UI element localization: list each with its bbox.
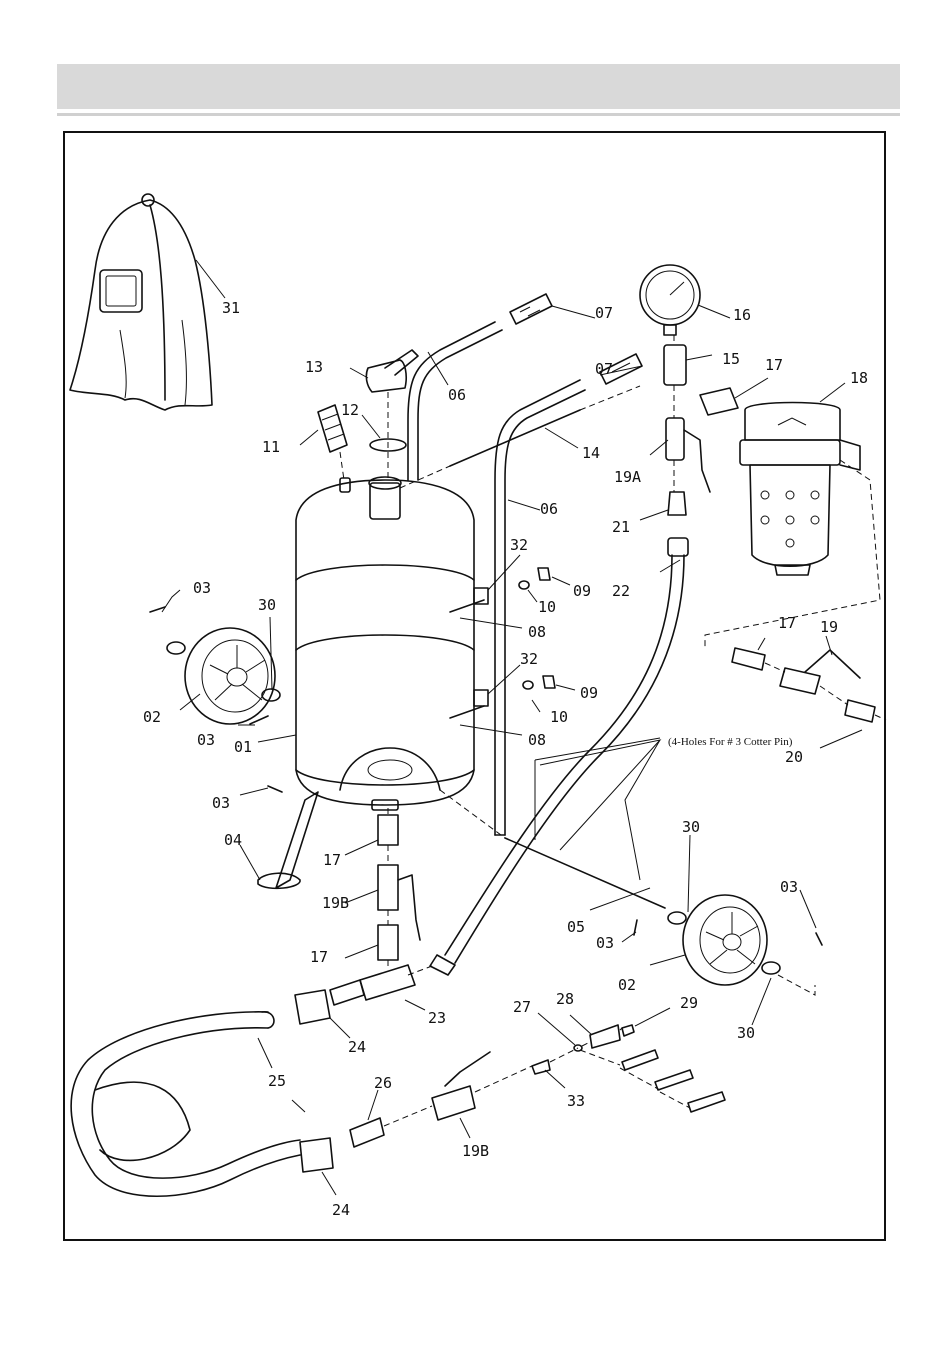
callout-32: 32: [520, 650, 538, 668]
blast-hood-drawing: [70, 194, 212, 410]
callout-33: 33: [567, 1092, 585, 1110]
handle-frame-drawing: [408, 322, 585, 835]
callout-14: 14: [582, 444, 600, 462]
leader-lines: [162, 260, 862, 1195]
callout-02: 02: [618, 976, 636, 994]
supply-hose-drawing: [430, 538, 688, 975]
callout-19b: 19B: [322, 894, 349, 912]
callout-17: 17: [778, 614, 796, 632]
callout-05: 05: [567, 918, 585, 936]
callout-12: 12: [341, 401, 359, 419]
callout-06: 06: [448, 386, 466, 404]
callout-28: 28: [556, 990, 574, 1008]
cotter-pin-note: (4-Holes For # 3 Cotter Pin): [668, 736, 793, 748]
callout-03: 03: [780, 878, 798, 896]
callout-17: 17: [323, 851, 341, 869]
callout-03: 03: [193, 579, 211, 597]
callout-18: 18: [850, 369, 868, 387]
callout-07: 07: [595, 360, 613, 378]
callout-10: 10: [538, 598, 556, 616]
callout-26: 26: [374, 1074, 392, 1092]
air-filter-drawing: [740, 403, 860, 576]
callout-17: 17: [765, 356, 783, 374]
callout-20: 20: [785, 748, 803, 766]
fill-cap-parts-drawing: [318, 350, 418, 480]
callout-30: 30: [682, 818, 700, 836]
callout-25: 25: [268, 1072, 286, 1090]
callout-03: 03: [197, 731, 215, 749]
callout-21: 21: [612, 518, 630, 536]
callout-09: 09: [573, 582, 591, 600]
callout-11: 11: [262, 438, 280, 456]
callout-24: 24: [348, 1038, 366, 1056]
callout-15: 15: [722, 350, 740, 368]
blast-hose-nozzle-drawing: [71, 990, 725, 1196]
callout-02: 02: [143, 708, 161, 726]
callout-13: 13: [305, 358, 323, 376]
callout-19a: 19A: [614, 468, 641, 486]
callout-29: 29: [680, 994, 698, 1012]
callout-03: 03: [596, 934, 614, 952]
callout-22: 22: [612, 582, 630, 600]
callout-30: 30: [258, 596, 276, 614]
tie-rod-drawing: [400, 386, 640, 488]
wheels-drawing: [150, 607, 822, 985]
pressure-tank-drawing: [296, 477, 474, 810]
callout-24: 24: [332, 1201, 350, 1219]
callout-31: 31: [222, 299, 240, 317]
callout-06: 06: [540, 500, 558, 518]
callout-19: 19: [820, 618, 838, 636]
callout-09: 09: [580, 684, 598, 702]
gauge-valve-stack-drawing: [640, 265, 738, 515]
callout-07: 07: [595, 304, 613, 322]
axle-bracket-bolts-drawing: [450, 568, 555, 718]
callout-27: 27: [513, 998, 531, 1016]
callout-17: 17: [310, 948, 328, 966]
callout-23: 23: [428, 1009, 446, 1027]
axle-drawing: [440, 738, 815, 995]
callout-19b: 19B: [462, 1142, 489, 1160]
callout-16: 16: [733, 306, 751, 324]
callout-04: 04: [224, 831, 242, 849]
callout-08: 08: [528, 623, 546, 641]
callout-10: 10: [550, 708, 568, 726]
callout-01: 01: [234, 738, 252, 756]
callout-03: 03: [212, 794, 230, 812]
callout-30: 30: [737, 1024, 755, 1042]
inlet-valve-assembly-drawing: [705, 460, 886, 722]
callout-32: 32: [510, 536, 528, 554]
callout-08: 08: [528, 731, 546, 749]
